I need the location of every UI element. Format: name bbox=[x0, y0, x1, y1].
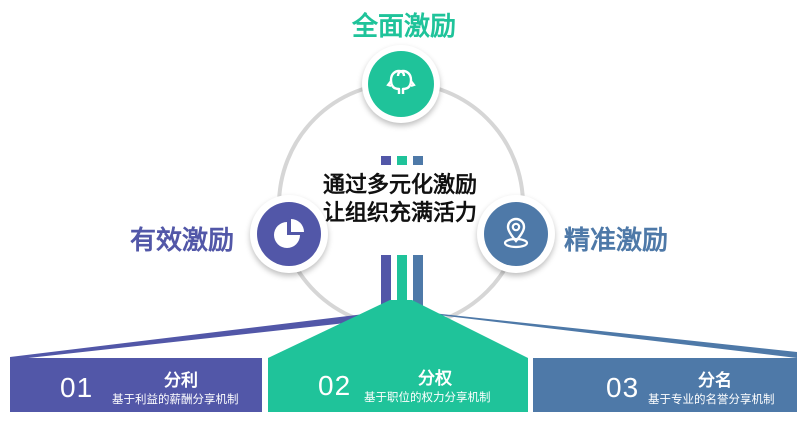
stem-purple bbox=[381, 255, 391, 315]
card-2-number: 02 bbox=[318, 370, 352, 401]
node-right bbox=[477, 195, 555, 273]
pie-chart-icon bbox=[274, 219, 304, 248]
funnel-right bbox=[413, 312, 797, 358]
dot-purple bbox=[381, 156, 391, 165]
label-precise: 精准激励 bbox=[564, 226, 669, 256]
node-left-inner bbox=[257, 202, 321, 266]
card-2-bg bbox=[268, 300, 528, 412]
two-heads-icon bbox=[386, 69, 416, 94]
card-3-number: 03 bbox=[606, 372, 640, 403]
center-line-2: 让组织充满活力 bbox=[322, 201, 477, 226]
dot-green bbox=[397, 156, 407, 165]
card-1-title: 分利 bbox=[164, 371, 198, 391]
funnel-left bbox=[10, 312, 391, 360]
card-2-desc: 基于职位的权力分享机制 bbox=[364, 390, 491, 404]
card-1-bg bbox=[10, 358, 262, 412]
dot-blue bbox=[413, 156, 423, 165]
node-top-inner bbox=[368, 51, 434, 117]
card-2-title: 分权 bbox=[418, 369, 452, 389]
center-line-1: 通过多元化激励 bbox=[322, 173, 477, 198]
card-1-desc: 基于利益的薪酬分享机制 bbox=[112, 392, 239, 406]
label-comprehensive: 全面激励 bbox=[352, 12, 457, 42]
location-pin-icon bbox=[503, 217, 529, 249]
card-3-bg bbox=[533, 358, 797, 412]
card-3-desc: 基于专业的名誉分享机制 bbox=[648, 392, 775, 406]
card-1-number: 01 bbox=[60, 372, 94, 403]
stem-green bbox=[397, 255, 407, 315]
center-dots bbox=[381, 156, 423, 165]
center-title: 通过多元化激励 让组织充满活力 bbox=[300, 172, 500, 228]
node-right-inner bbox=[484, 202, 548, 266]
node-left bbox=[250, 195, 328, 273]
stem-blue bbox=[413, 255, 423, 315]
label-effective: 有效激励 bbox=[130, 226, 235, 256]
node-top bbox=[362, 45, 440, 123]
card-3-title: 分名 bbox=[698, 371, 732, 391]
